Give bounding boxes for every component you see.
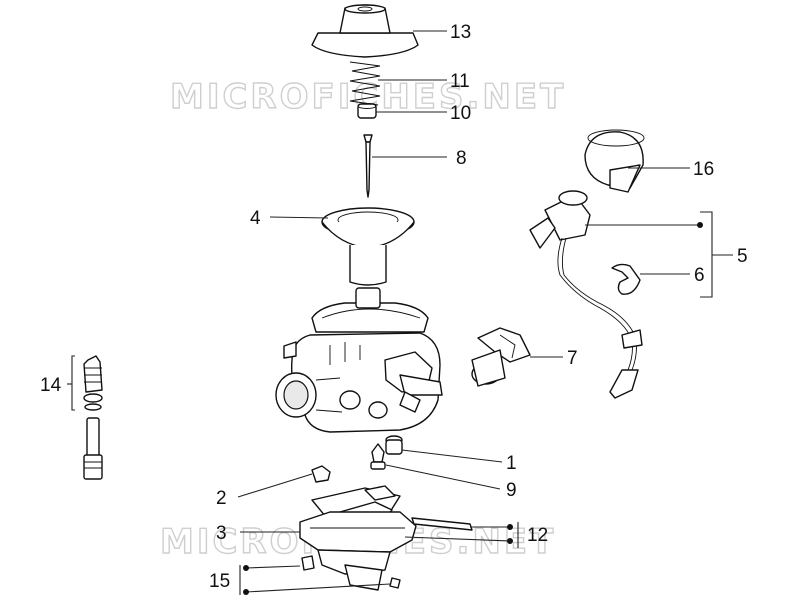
callout-7: 7	[567, 348, 578, 369]
callout-16: 16	[693, 159, 714, 180]
part-3-float-bowl	[299, 511, 417, 591]
callout-5: 5	[737, 246, 748, 267]
part-8-needle	[363, 134, 373, 198]
callout-1: 1	[506, 453, 517, 474]
part-11-spring	[349, 61, 381, 106]
part-2-nut	[311, 465, 331, 483]
part-13-cap	[311, 4, 419, 58]
part-5-choke-cable	[529, 190, 643, 399]
part-15-screws	[301, 555, 401, 589]
callout-6: 6	[694, 265, 705, 286]
part-16-cover	[584, 129, 645, 193]
leader-lines	[67, 30, 733, 595]
callout-13: 13	[450, 22, 471, 43]
carburetor-body	[275, 287, 443, 433]
callout-3: 3	[216, 523, 227, 544]
part-9-pilot-jet	[370, 443, 386, 470]
callout-12: 12	[527, 525, 548, 546]
callout-11: 11	[450, 71, 470, 92]
part-7-choke	[471, 327, 531, 387]
callout-14: 14	[40, 375, 62, 396]
callout-4: 4	[250, 208, 261, 229]
callout-9: 9	[506, 480, 517, 501]
part-14-jet-set	[83, 355, 103, 480]
callout-8: 8	[456, 148, 467, 169]
leader-dots	[243, 222, 703, 595]
callout-15: 15	[209, 571, 230, 592]
callout-2: 2	[216, 488, 227, 509]
callout-labels: 13 11 10 8 4 16 5 6 7 14 1 9 2 3 12 15	[40, 22, 748, 592]
callout-10: 10	[450, 103, 471, 124]
part-4-diaphragm-slide	[321, 207, 415, 286]
part-1-jet	[385, 435, 403, 455]
part-6-clip	[611, 263, 641, 295]
part-10-retainer	[357, 103, 377, 119]
